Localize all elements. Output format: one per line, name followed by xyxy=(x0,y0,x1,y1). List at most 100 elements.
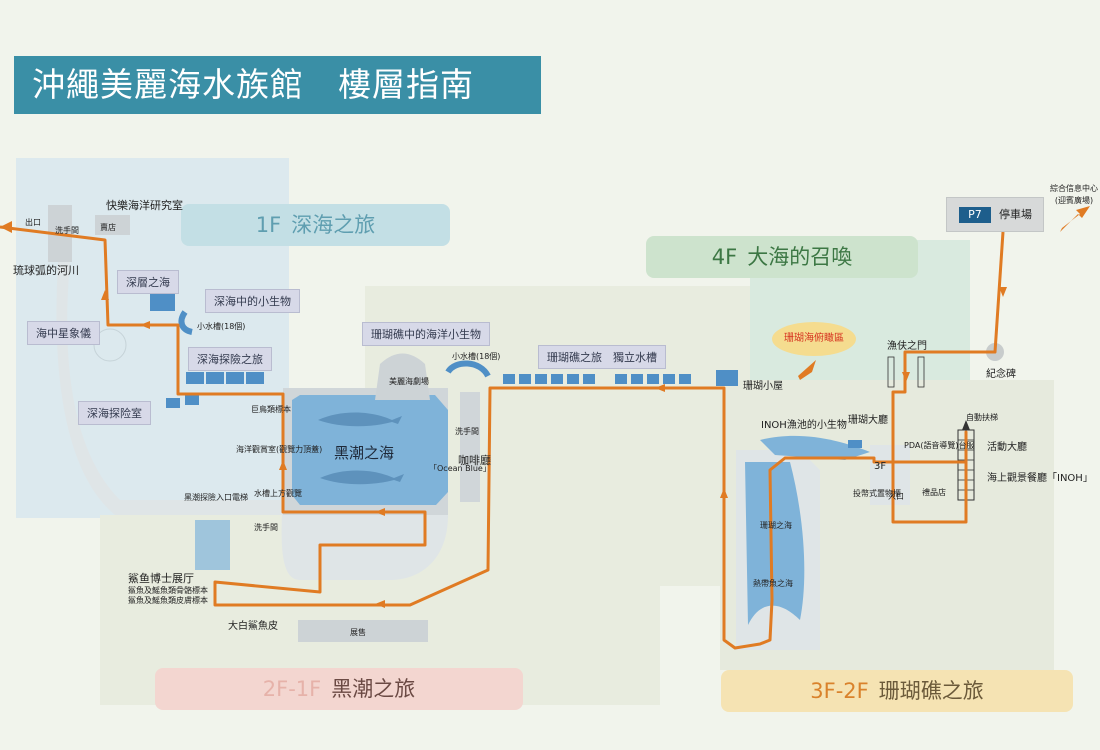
gate-post-right xyxy=(917,356,925,388)
route-arrow-6 xyxy=(375,508,385,516)
route-arrow-9 xyxy=(101,290,109,300)
coral-tank-5 xyxy=(567,374,579,384)
label-cafe: 咖啡廳 xyxy=(458,454,491,467)
tank-5 xyxy=(166,398,180,408)
coral-tank-3 xyxy=(535,374,547,384)
route-arrow-4 xyxy=(655,384,665,392)
inoh-pool xyxy=(760,435,870,460)
small-tank-curve xyxy=(178,310,193,335)
label-restroom-3: 洗手間 xyxy=(254,523,278,532)
coral-tank-1 xyxy=(503,374,515,384)
zone-4f-name: 大海的召喚 xyxy=(747,245,853,269)
zone-1f-label: 1F 深海之旅 xyxy=(181,204,450,246)
label-viewing-room: 海洋觀賞室(觀覽力頂蓋) xyxy=(236,445,323,454)
label-coral-hall: 珊瑚大廳 xyxy=(848,415,888,426)
zone-3f-label: 3F-2F 珊瑚礁之旅 xyxy=(721,670,1073,712)
label-escalator: 自動扶梯 xyxy=(966,413,998,422)
info-center-line-1: 綜合信息中心 xyxy=(1050,184,1098,193)
shark-lab-tank xyxy=(195,520,230,570)
coral-tank-6 xyxy=(583,374,595,384)
label-small-tank-1: 小水槽(18個) xyxy=(197,322,246,331)
building-lab xyxy=(95,215,130,235)
coral-tank-10 xyxy=(663,374,675,384)
label-restroom-2: 洗手間 xyxy=(455,427,479,436)
label-event-hall: 活動大廳 xyxy=(987,442,1027,453)
tag-coral-creatures: 珊瑚礁中的海洋小生物 xyxy=(362,322,490,346)
info-center-line-2: (迎賓廣場) xyxy=(1054,196,1094,205)
label-exit: 出口 xyxy=(25,218,41,227)
route-arrow-5 xyxy=(375,600,385,608)
coral-tank-9 xyxy=(647,374,659,384)
coral-sea-tank xyxy=(745,462,805,625)
label-tropical-sea: 熱帶魚之海 xyxy=(753,579,793,588)
label-restaurant: 海上觀景餐廳「INOH」 xyxy=(987,473,1093,484)
label-sea-theater: 美麗海劇場 xyxy=(389,377,429,386)
tag-deep-sea-lab: 深海探险室 xyxy=(78,401,151,425)
label-ticket: 展售 xyxy=(350,628,366,637)
deep-tank xyxy=(150,293,175,311)
label-ryukyu-river: 琉球弧的河川 xyxy=(13,264,79,277)
escalator-arrow-icon xyxy=(962,420,970,430)
inoh-tank xyxy=(848,440,862,448)
tag-deep-sea-exploration: 深海探險之旅 xyxy=(188,347,272,371)
label-restroom-1: 洗手間 xyxy=(55,226,79,235)
zone-3f-name: 珊瑚礁之旅 xyxy=(878,679,984,703)
route-arrow-8 xyxy=(140,321,150,329)
label-coral-sea: 珊瑚之海 xyxy=(760,521,792,530)
zone-4f-label: 4F 大海的召喚 xyxy=(646,236,918,278)
area-3f-east xyxy=(970,380,1054,520)
reef-badge-arrow-icon xyxy=(798,360,816,380)
label-ocean-ap: 巨鳥類標本 xyxy=(251,405,291,414)
zone-1f-num: 1F xyxy=(255,213,282,237)
label-entrance: 入口 xyxy=(888,492,904,501)
label-shark-note-1: 鯊魚及鰩魚類骨骼標本 xyxy=(128,586,208,595)
whale-shark-2 xyxy=(320,470,404,485)
label-coin-locker: 投幣式置物櫃 xyxy=(853,489,901,498)
tag-sea-planetarium: 海中星象儀 xyxy=(27,321,100,345)
shop-block xyxy=(298,620,428,642)
label-fisher-gate: 漁伕之門 xyxy=(887,341,927,352)
label-kuroshio-sea: 黑潮之海 xyxy=(334,444,395,462)
coral-tank-7 xyxy=(615,374,627,384)
zone-2f-num: 2F-1F xyxy=(262,677,322,701)
label-shark-entrance: 黑潮探險入口電梯 xyxy=(184,493,248,502)
tag-coral-tank: 珊瑚礁之旅 獨立水槽 xyxy=(538,345,666,369)
coral-tank-2 xyxy=(519,374,531,384)
reef-overlook-badge: 珊瑚海俯瞰區 xyxy=(772,322,856,356)
label-shark-note-2: 鯊魚及鰩魚類皮膚標本 xyxy=(128,596,208,605)
tank-2 xyxy=(206,372,224,384)
route-arrow-2 xyxy=(902,372,910,382)
parking-badge: P7 xyxy=(959,207,991,223)
coral-house-tank xyxy=(716,370,738,386)
coral-small-tank xyxy=(445,360,491,378)
label-whale-shark-skin: 大白鯊魚皮 xyxy=(228,621,278,632)
info-center-arrow-icon xyxy=(1060,206,1090,232)
route-exit-arrow xyxy=(0,221,12,233)
page-title: 沖繩美麗海水族館 樓層指南 xyxy=(14,56,541,114)
coral-hall-block xyxy=(870,445,910,505)
route-arrow-3 xyxy=(720,488,728,498)
route-arrow-7 xyxy=(279,460,287,470)
zone-4f-num: 4F xyxy=(711,245,738,269)
parking-text: 停車場 xyxy=(999,208,1032,221)
tag-deep-sea-creatures: 深海中的小生物 xyxy=(205,289,300,313)
gate-post-left xyxy=(887,356,895,388)
info-center: 綜合信息中心 (迎賓廣場) xyxy=(1040,183,1100,207)
route-arrow-1 xyxy=(999,287,1007,297)
label-gift: 禮品店 xyxy=(922,488,946,497)
label-floor-3f: 3F xyxy=(874,461,887,472)
label-water-park: 水槽上方觀覽 xyxy=(254,489,302,498)
tag-deep-sea-layer: 深層之海 xyxy=(117,270,179,294)
theater-block xyxy=(375,353,430,400)
visitor-route xyxy=(0,225,1005,650)
coral-tank-11 xyxy=(679,374,691,384)
zone-3f-num: 3F-2F xyxy=(810,679,869,703)
tank-4 xyxy=(246,372,264,384)
label-cafe-name: 「Ocean Blue」 xyxy=(429,464,491,473)
zone-1f-name: 深海之旅 xyxy=(291,213,376,237)
label-small-tank-2: 小水槽(18個) xyxy=(452,352,501,361)
label-pda: PDA(語音導覽)台服 xyxy=(904,441,975,450)
planetarium-dome xyxy=(93,328,127,362)
